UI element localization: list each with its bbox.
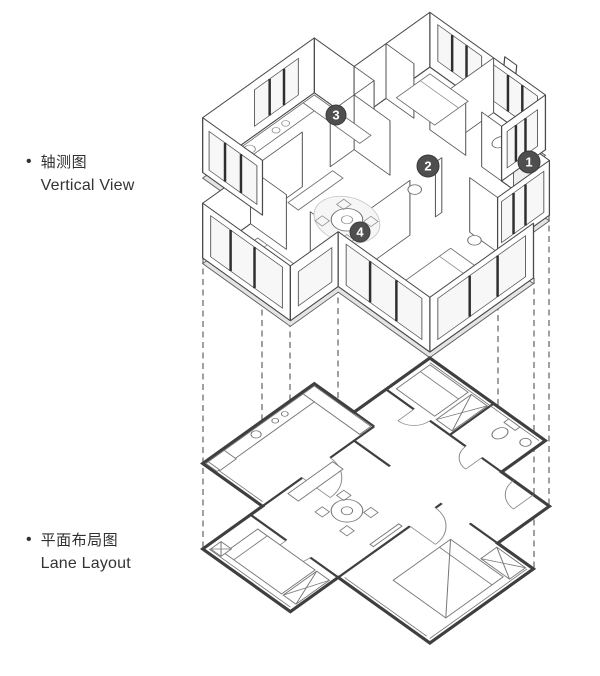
plan-label: • 平面布局图 Lane Layout	[26, 529, 131, 575]
plan-label-en: Lane Layout	[40, 555, 131, 572]
wardrobe-x-3	[282, 570, 331, 605]
plan-partitions	[249, 388, 503, 579]
axon-label-en: Vertical View	[40, 177, 135, 194]
plan-label-zh: 平面布局图	[40, 532, 119, 549]
markers: 1 2 3 4	[325, 104, 541, 243]
marker-2: 2	[416, 154, 440, 178]
wall-kitchen-front	[202, 117, 264, 216]
wall-balcony-front	[202, 202, 291, 322]
wall-right-front	[429, 222, 535, 353]
floor-plan-view	[199, 356, 553, 645]
wall-front-ne	[500, 94, 547, 182]
marker-1: 1	[517, 150, 541, 174]
front-walls	[202, 94, 551, 353]
axon-label-zh: 轴测图	[40, 154, 88, 171]
svg-text:3: 3	[332, 108, 339, 123]
axon-label: • 轴测图 Vertical View	[26, 151, 135, 197]
stool-2	[467, 235, 482, 246]
svg-text:4: 4	[356, 225, 364, 240]
svg-text:2: 2	[424, 159, 431, 174]
svg-text:1: 1	[525, 155, 532, 170]
sofa	[287, 170, 344, 211]
wall-bedroom-front	[337, 231, 431, 353]
roof-vent	[503, 56, 518, 75]
plan-corner-symbol	[209, 540, 233, 557]
wardrobe-x-1	[480, 546, 527, 580]
marker-3: 3	[325, 104, 347, 126]
wardrobe-x-2	[435, 393, 489, 432]
bed-top	[395, 73, 469, 126]
plan-furniture	[205, 364, 532, 619]
plan-outline	[199, 356, 553, 645]
axon-label-bullet: •	[26, 153, 32, 170]
stool-1	[407, 184, 422, 195]
plan-label-bullet: •	[26, 531, 32, 548]
marker-4: 4	[349, 221, 371, 243]
axonometric-view	[201, 11, 551, 359]
